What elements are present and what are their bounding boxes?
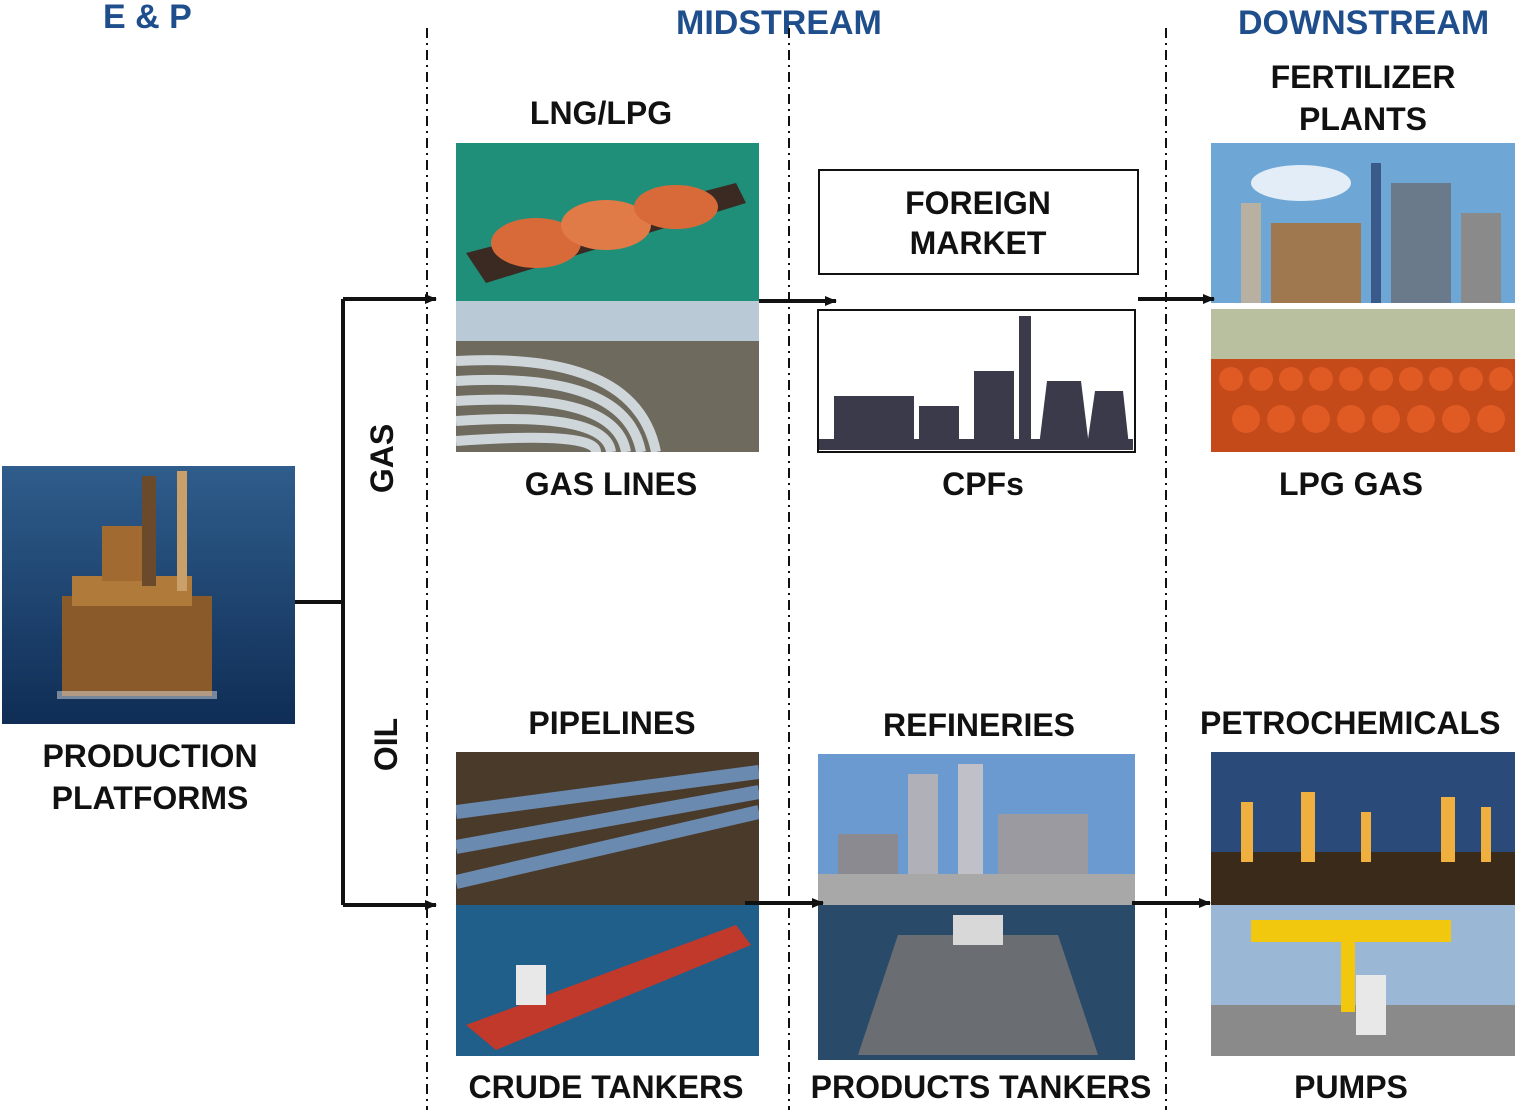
foreign-market-label: FOREIGN MARKET [820,183,1136,263]
fertilizer-plant-image [1211,143,1515,303]
header-downstream: DOWNSTREAM [1238,4,1490,42]
refineries-label: REFINERIES [882,707,1076,743]
petrochemicals-image [1211,752,1515,905]
foreign-market-line1: FOREIGN [905,185,1051,221]
products-tankers-label: PRODUCTS TANKERS [810,1069,1152,1105]
production-label-line1: PRODUCTION [42,738,258,774]
production-label-line2: PLATFORMS [51,780,249,816]
foreign-market-box: FOREIGN MARKET [818,169,1139,275]
pipelines-image [456,752,759,905]
lng-ship-image [456,143,759,301]
production-platform-image [2,466,295,724]
crude-tankers-label: CRUDE TANKERS [468,1069,744,1105]
cpfs-box [817,309,1136,453]
fertilizer-line1: FERTILIZER [1270,59,1456,95]
cpf-factory-graphic [819,316,1133,450]
pumps-image [1211,905,1515,1056]
lpg-gas-label: LPG GAS [1278,466,1423,502]
header-midstream: MIDSTREAM [676,4,882,42]
pumps-label: PUMPS [1294,1069,1408,1105]
refinery-image [818,754,1135,905]
gas-lines-label: GAS LINES [524,466,698,502]
crude-tanker-image [456,905,759,1056]
header-ep: E & P [103,0,192,36]
fertilizer-line2: PLANTS [1299,101,1427,137]
foreign-market-line2: MARKET [909,225,1047,261]
gas-lines-image [456,301,759,452]
fertilizer-plants-label: FERTILIZER PLANTS [1211,56,1515,140]
products-tanker-image [818,905,1135,1060]
pipelines-label: PIPELINES [528,705,696,741]
lpg-cylinders-image [1211,309,1515,452]
petrochemicals-label: PETROCHEMICALS [1200,705,1501,741]
cpfs-label: CPFs [942,466,1024,502]
lng-lpg-label: LNG/LPG [529,95,673,131]
production-platforms-label: PRODUCTION PLATFORMS [0,735,300,819]
